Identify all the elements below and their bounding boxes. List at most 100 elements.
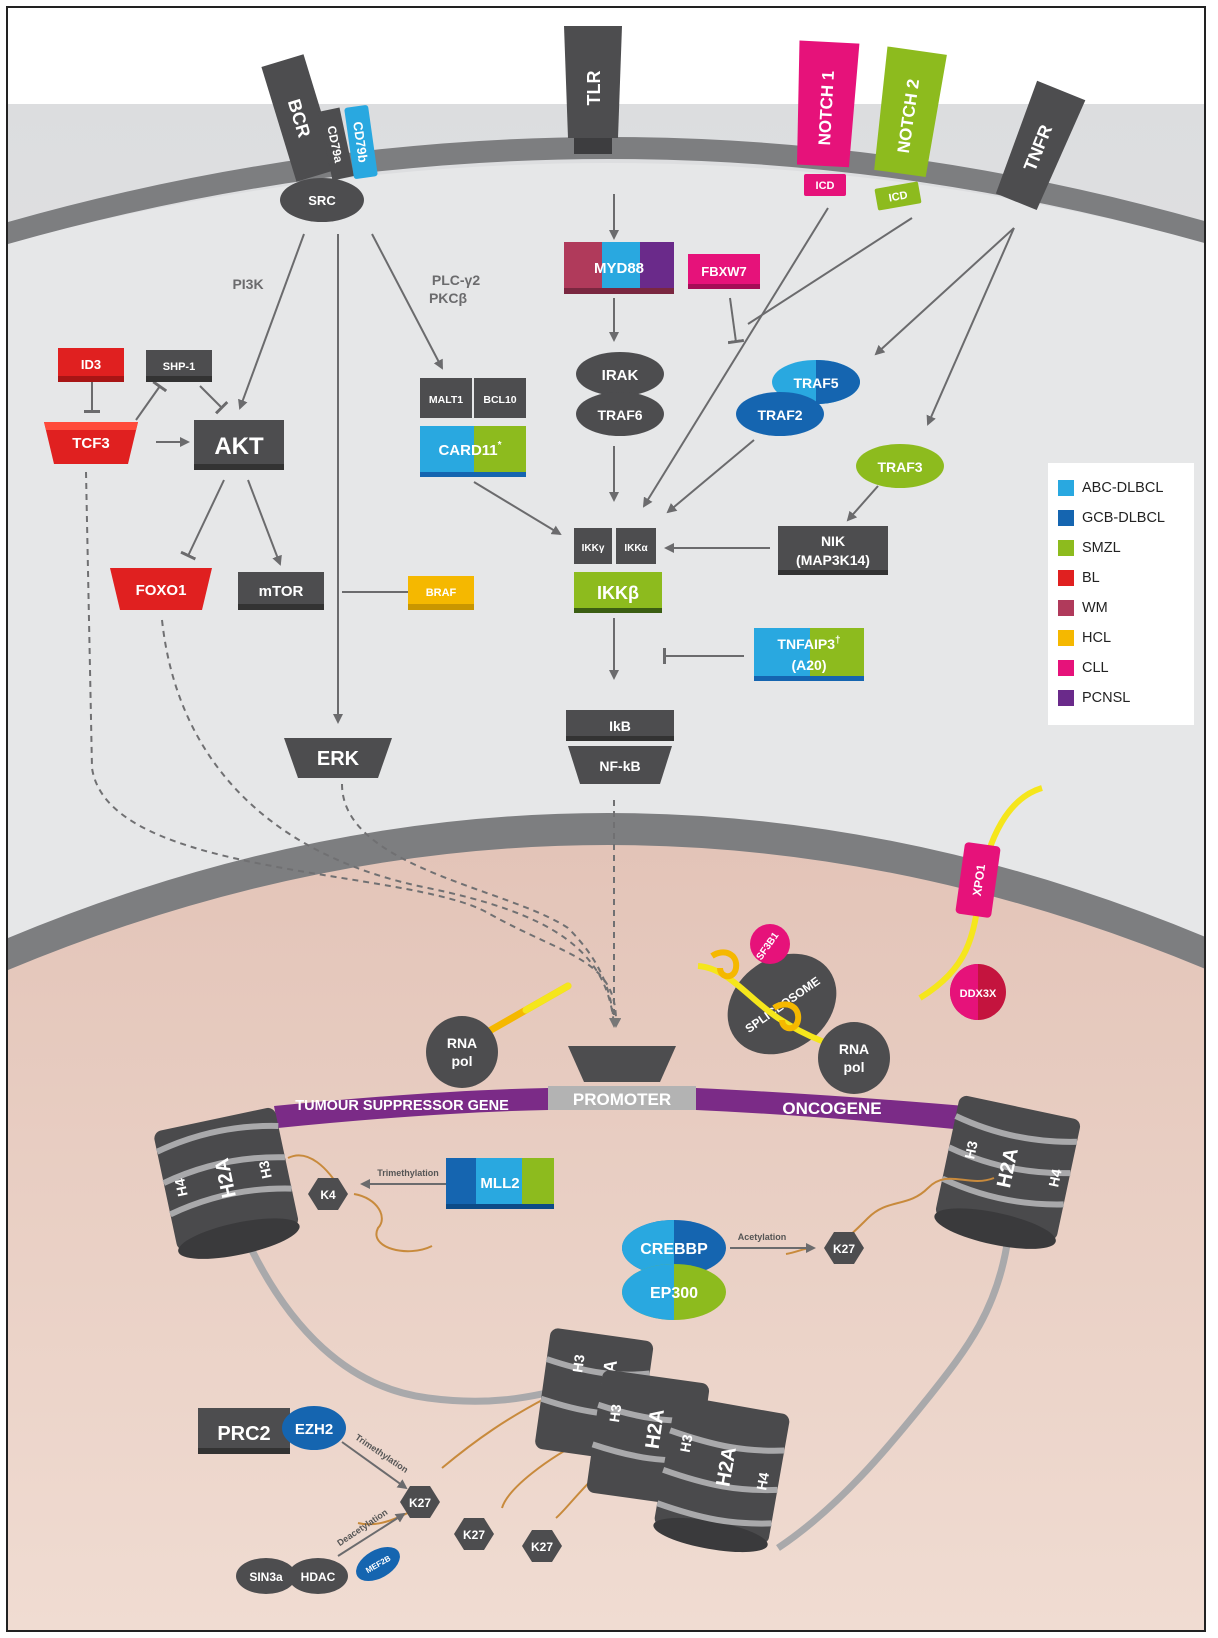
pkc-label: PKCβ: [429, 290, 468, 306]
legend-swatch: [1058, 690, 1074, 706]
svg-text:IRAK: IRAK: [602, 367, 639, 384]
erk: ERK: [284, 738, 392, 778]
rna-pol-left: RNA pol: [426, 982, 572, 1088]
svg-text:TLR: TLR: [584, 71, 604, 106]
oncogene-label: ONCOGENE: [782, 1099, 881, 1118]
id3: ID3: [58, 348, 124, 382]
acetylation-label: Acetylation: [738, 1232, 787, 1242]
legend-label: HCL: [1082, 630, 1112, 646]
svg-text:IKKα: IKKα: [624, 543, 648, 554]
svg-text:TRAF3: TRAF3: [877, 459, 922, 475]
svg-text:TNFAIP3†: TNFAIP3†: [777, 635, 840, 652]
svg-text:H3: H3: [677, 1433, 696, 1454]
k27-marks: K27 K27 K27: [400, 1486, 562, 1562]
cd79a: CD79a: [317, 107, 355, 181]
svg-text:H3: H3: [569, 1353, 587, 1373]
sin3a-hdac-complex: SIN3a HDAC MEF2B: [236, 1546, 400, 1594]
svg-text:TRAF2: TRAF2: [757, 407, 802, 423]
svg-text:HDAC: HDAC: [301, 1570, 336, 1584]
mll2: MLL2: [446, 1158, 554, 1209]
svg-text:pol: pol: [452, 1053, 473, 1069]
svg-text:TCF3: TCF3: [72, 435, 110, 452]
svg-text:BCL10: BCL10: [483, 394, 516, 406]
nucleosome-right: H2A H3 H4: [934, 1095, 1081, 1249]
svg-text:IKKγ: IKKγ: [582, 543, 605, 554]
nuclear-translocation-paths: [85, 471, 622, 1028]
svg-text:K27: K27: [833, 1242, 855, 1256]
svg-text:MLL2: MLL2: [480, 1175, 519, 1192]
svg-text:H4: H4: [753, 1471, 772, 1492]
rna-pol-right: RNA pol: [818, 1022, 890, 1094]
nucleosome-cluster: H3 H2A H3 H2A H3 H2A H4: [535, 1328, 790, 1553]
svg-text:H3: H3: [255, 1159, 274, 1180]
svg-text:EP300: EP300: [650, 1285, 698, 1302]
svg-text:SHP-1: SHP-1: [163, 361, 195, 373]
svg-text:CD79b: CD79b: [350, 121, 371, 164]
fbxw7: FBXW7: [688, 254, 760, 289]
disease-legend: ABC-DLBCL GCB-DLBCL SMZL BL WM HCL CLL P…: [1048, 463, 1194, 725]
svg-text:CARD11*: CARD11*: [438, 440, 501, 459]
legend-item: WM: [1058, 593, 1184, 623]
legend-label: GCB-DLBCL: [1082, 510, 1165, 526]
legend-item: PCNSL: [1058, 683, 1184, 713]
svg-text:H3: H3: [606, 1403, 624, 1423]
braf: BRAF: [408, 576, 474, 610]
trimethylation-arrow-k27: [341, 1441, 408, 1490]
nucleosome-left: H2A H3 H4: [154, 1107, 300, 1259]
legend-swatch: [1058, 570, 1074, 586]
prc2-complex: PRC2 EZH2: [198, 1406, 346, 1454]
spliceosome: SPLICEOSOME SF3B1: [697, 924, 859, 1055]
traf5: TRAF5: [772, 360, 860, 404]
legend-item: BL: [1058, 563, 1184, 593]
svg-text:IKKβ: IKKβ: [597, 583, 639, 603]
tnfaip3-a20: TNFAIP3† (A20): [754, 628, 864, 681]
legend-item: SMZL: [1058, 533, 1184, 563]
svg-text:SIN3a: SIN3a: [249, 1570, 283, 1584]
tlr-receptor: TLR: [564, 26, 622, 154]
legend-label: BL: [1082, 570, 1100, 586]
svg-text:K27: K27: [531, 1540, 553, 1554]
traf6: TRAF6: [576, 392, 664, 436]
bcr-receptor: BCR CD79a CD79b SRC: [261, 54, 378, 222]
trimethylation-label-k4: Trimethylation: [377, 1168, 439, 1178]
legend-label: SMZL: [1082, 540, 1121, 556]
tumour-suppressor-label: TUMOUR SUPPRESSOR GENE: [295, 1098, 509, 1114]
legend-label: WM: [1082, 600, 1108, 616]
legend-label: ABC-DLBCL: [1082, 480, 1164, 496]
svg-text:EZH2: EZH2: [295, 1421, 333, 1438]
malt1-bcl10-complex: MALT1 BCL10: [420, 378, 526, 418]
svg-text:mTOR: mTOR: [259, 583, 304, 600]
svg-text:RNA: RNA: [839, 1041, 869, 1057]
svg-text:NIK: NIK: [821, 533, 845, 549]
promoter-binder: [568, 1046, 676, 1082]
tcf3: TCF3: [44, 422, 138, 464]
svg-text:ICD: ICD: [888, 189, 909, 204]
notch1-receptor: NOTCH 1 ICD: [797, 40, 860, 196]
legend-swatch: [1058, 660, 1074, 676]
ikb-nfkb: IkB NF-kB: [566, 710, 674, 784]
svg-text:MYD88: MYD88: [594, 260, 644, 277]
svg-text:TRAF5: TRAF5: [793, 375, 838, 391]
svg-text:pol: pol: [844, 1059, 865, 1075]
legend-swatch: [1058, 480, 1074, 496]
card11: CARD11*: [420, 426, 526, 477]
traf3: TRAF3: [856, 444, 944, 488]
svg-text:PRC2: PRC2: [217, 1423, 270, 1445]
plc-label: PLC-γ2: [432, 272, 480, 288]
deacetylation-arrow: [337, 1512, 406, 1557]
svg-text:H4: H4: [1045, 1167, 1064, 1188]
legend-item: CLL: [1058, 653, 1184, 683]
shp1: SHP-1: [146, 350, 212, 382]
svg-text:ICD: ICD: [816, 180, 835, 192]
svg-text:NF-kB: NF-kB: [599, 758, 640, 774]
svg-text:CREBBP: CREBBP: [640, 1241, 708, 1258]
svg-text:RNA: RNA: [447, 1035, 477, 1051]
svg-text:MALT1: MALT1: [429, 394, 463, 406]
tnfr-receptor: TNFR: [995, 80, 1086, 211]
legend-label: CLL: [1082, 660, 1109, 676]
ikk-complex: IKKγ IKKα IKKβ: [574, 528, 662, 613]
svg-text:H3: H3: [961, 1139, 980, 1160]
signal-arrows: [84, 194, 1015, 724]
svg-text:IkB: IkB: [609, 718, 631, 734]
src: SRC: [280, 178, 364, 222]
